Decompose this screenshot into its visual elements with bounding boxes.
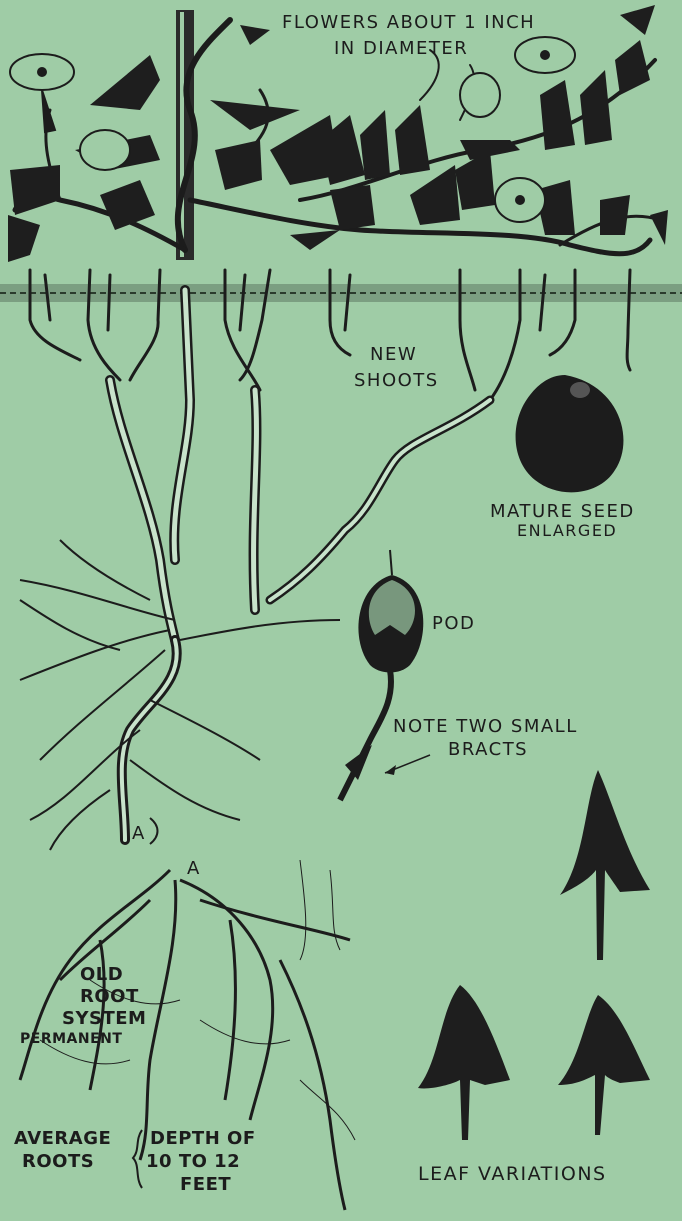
mature-seed-shape bbox=[516, 375, 624, 492]
new-shoots-label-line1: NEW bbox=[370, 346, 417, 365]
depth-label-line1: DEPTH OF bbox=[150, 1130, 256, 1149]
flowers-label-line1: FLOWERS ABOUT 1 INCH bbox=[282, 14, 535, 33]
depth-label-line3: FEET bbox=[180, 1176, 231, 1195]
old-root-label-line1: OLD bbox=[80, 966, 123, 985]
depth-label-line2: 10 TO 12 bbox=[146, 1153, 240, 1172]
old-root-label-line4: PERMANENT bbox=[20, 1032, 122, 1047]
flowers-label-line2: IN DIAMETER bbox=[334, 40, 468, 59]
marker-a-upper: A bbox=[132, 825, 146, 844]
leaf-variations bbox=[418, 770, 650, 1140]
leaf-variations-label: LEAF VARIATIONS bbox=[418, 1165, 607, 1185]
old-root-label-line2: ROOT bbox=[80, 988, 139, 1007]
average-roots-label-line1: AVERAGE bbox=[14, 1130, 111, 1149]
bracts-arrow bbox=[385, 755, 430, 775]
marker-a-lower: A bbox=[187, 860, 201, 879]
old-root-label-line3: SYSTEM bbox=[62, 1010, 146, 1029]
pod-label: POD bbox=[432, 615, 475, 634]
average-roots-label-line2: ROOTS bbox=[22, 1153, 94, 1172]
mature-seed-label-line2: ENLARGED bbox=[517, 523, 617, 540]
marker-a-bracket bbox=[150, 818, 158, 844]
soil-surface bbox=[0, 284, 682, 302]
bracts-label-line1: NOTE TWO SMALL bbox=[393, 718, 578, 737]
new-shoots-label-line2: SHOOTS bbox=[354, 372, 439, 391]
mature-seed-label-line1: MATURE SEED bbox=[490, 503, 635, 522]
bracts-label-line2: BRACTS bbox=[448, 741, 528, 760]
